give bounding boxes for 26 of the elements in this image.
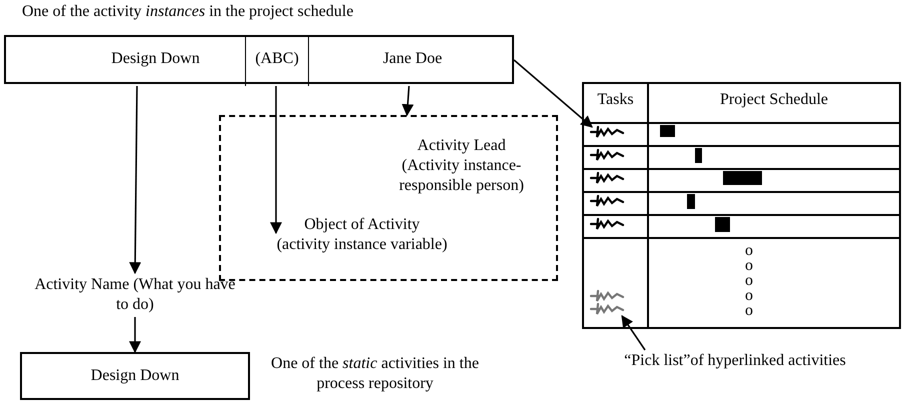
process-box: Design Down — [20, 352, 250, 400]
leader-line — [621, 315, 646, 350]
table-cell: Design Down — [6, 37, 245, 86]
header-cell-text: Tasks — [596, 90, 635, 110]
annotation-text: Activity Name (What you have to do) — [28, 273, 242, 317]
arrow — [402, 86, 414, 116]
annotation-text: “Pick list”of hyperlinked activities — [585, 350, 885, 372]
ellipsis-mark: o — [744, 304, 754, 318]
arrow — [129, 317, 141, 354]
table-cell: Jane Doe — [308, 37, 516, 86]
scribble-icon — [590, 125, 626, 139]
annotation-text: Activity Lead (Activity instance-responsible person) — [389, 133, 534, 199]
ellipsis-mark: o — [744, 259, 754, 273]
annotation-text: Object of Activity (activity instance variable) — [276, 213, 448, 257]
arrow — [513, 59, 593, 128]
table-cell: (ABC) — [245, 37, 308, 86]
caption-text: One of the static activities in the process repository — [270, 354, 480, 394]
ellipsis-mark: o — [744, 289, 754, 303]
activity-instance-box — [4, 35, 514, 84]
ellipsis-mark: o — [744, 244, 754, 258]
arrow — [270, 86, 282, 234]
scribble-icon — [590, 302, 626, 316]
header-cell-text: Project Schedule — [719, 90, 829, 110]
ellipsis-mark: o — [744, 274, 754, 288]
caption-text: One of the activity instances in the project schedule — [22, 2, 354, 22]
arrow — [129, 86, 142, 274]
